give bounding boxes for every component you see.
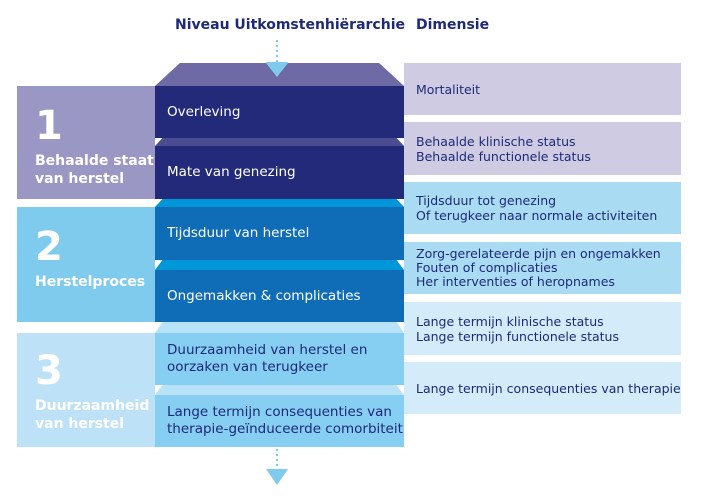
level-tijdsduur: Tijdsduur van herstel xyxy=(155,207,404,260)
level-divider xyxy=(155,322,404,333)
level-header: Niveau Uitkomstenhiërarchie xyxy=(175,17,405,33)
level-ongemakken: Ongemakken & complicaties xyxy=(155,270,404,322)
level-divider xyxy=(155,260,404,270)
arrow-down-icon xyxy=(266,449,288,485)
level-divider xyxy=(155,138,404,146)
level-divider xyxy=(155,199,404,207)
dimension-header: Dimensie xyxy=(416,17,490,33)
dimension-row: Lange termijn consequenties van therapie xyxy=(404,362,681,414)
level-divider xyxy=(155,385,404,395)
dimension-row: Mortaliteit xyxy=(404,63,681,115)
level-mate-van-genezing: Mate van genezing xyxy=(155,146,404,199)
tier-2-panel: 2 Herstelproces xyxy=(17,207,155,322)
level-overleving: Overleving xyxy=(155,86,404,138)
arrow-head-icon xyxy=(266,63,288,77)
hierarchy-cap xyxy=(155,63,404,86)
